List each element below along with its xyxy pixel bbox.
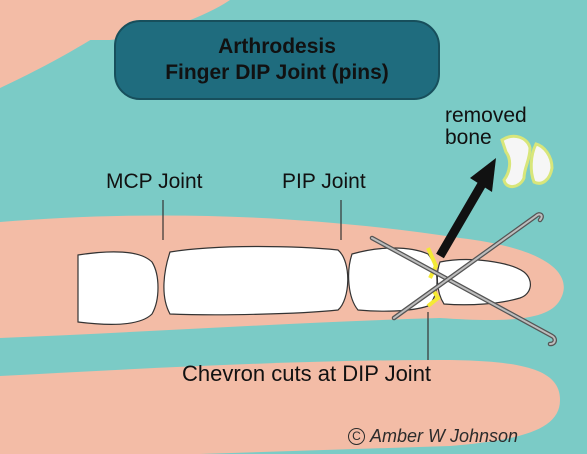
middle-phalanx-bone <box>349 248 437 311</box>
copyright-icon: C <box>348 428 365 445</box>
mcp-joint-label: MCP Joint <box>106 171 202 192</box>
title-line-2: Finger DIP Joint (pins) <box>165 60 389 86</box>
copyright-credit: C Amber W Johnson <box>348 427 518 445</box>
removed-bone-label-line-2: bone <box>445 127 527 149</box>
proximal-phalanx-bone <box>164 247 348 315</box>
metacarpal-bone <box>78 252 158 325</box>
removed-bone-label: removed bone <box>445 105 527 149</box>
credit-author: Amber W Johnson <box>370 427 518 445</box>
chevron-cuts-label: Chevron cuts at DIP Joint <box>182 363 431 385</box>
title-line-1: Arthrodesis <box>218 34 336 60</box>
removed-bone-label-line-1: removed <box>445 105 527 127</box>
pip-joint-label: PIP Joint <box>282 171 366 192</box>
title-banner: Arthrodesis Finger DIP Joint (pins) <box>114 20 440 100</box>
